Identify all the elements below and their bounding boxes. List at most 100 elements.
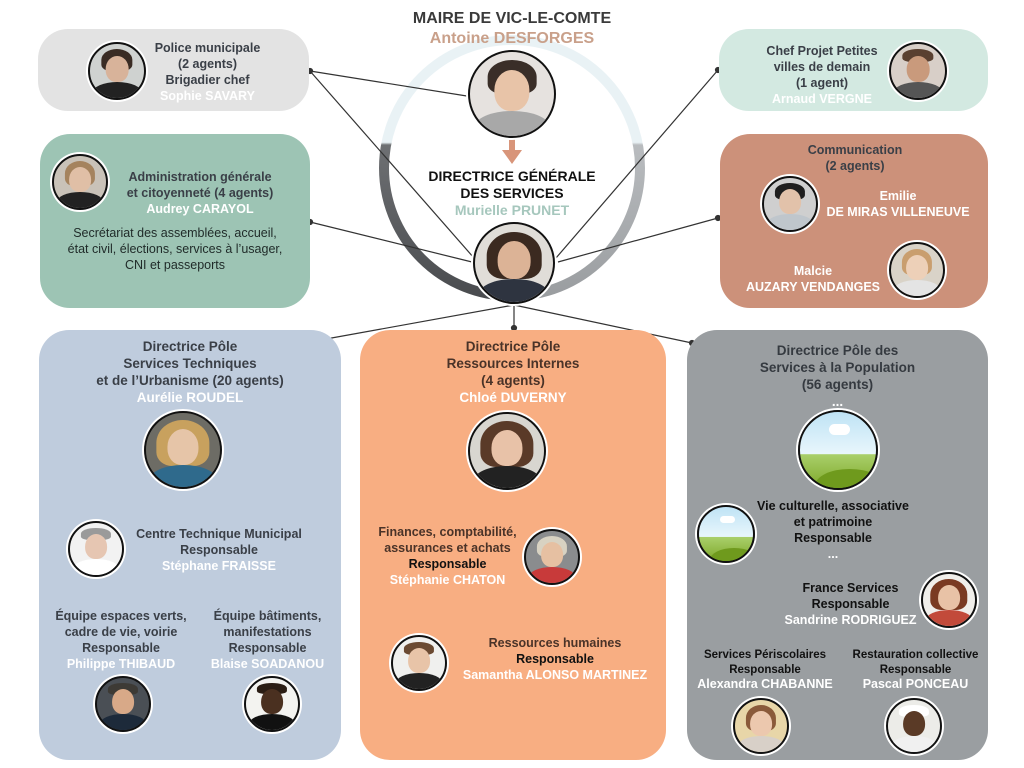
batiments-line1: Équipe bâtiments, xyxy=(213,609,322,623)
line-petites-villes-dgs xyxy=(555,69,719,259)
ring-left xyxy=(379,35,513,301)
finances-line1: Finances, comptabilité, xyxy=(378,525,517,539)
rh-text: Ressources humaines Responsable Samantha… xyxy=(450,635,660,683)
pole-population-line3: (56 agents) xyxy=(801,377,874,392)
restauration-name: Pascal PONCEAU xyxy=(862,677,969,691)
line-dgs-technique xyxy=(325,304,515,340)
batiments-role: Responsable xyxy=(228,641,307,655)
ctm-name: Stéphane FRAISSE xyxy=(162,559,276,573)
dgs-header: DIRECTRICE GÉNÉRALE DES SERVICES Muriell… xyxy=(392,168,632,219)
administration-description: Secrétariat des assemblées, accueil, éta… xyxy=(45,225,305,273)
espaces-verts-text: Équipe espaces verts, cadre de vie, voir… xyxy=(46,608,196,672)
pole-technique-line2: Services Techniques xyxy=(123,356,257,371)
france-services-role: Responsable xyxy=(811,597,890,611)
culture-line1: Vie culturelle, associative xyxy=(757,499,909,513)
pole-technique-avatar xyxy=(144,411,222,489)
espaces-verts-name: Philippe THIBAUD xyxy=(66,657,176,671)
france-services-text: France Services Responsable Sandrine ROD… xyxy=(778,580,923,628)
batiments-line2: manifestations xyxy=(223,625,312,639)
espaces-verts-role: Responsable xyxy=(82,641,160,655)
pole-ressources-line3: (4 agents) xyxy=(481,373,545,388)
culture-placeholder-avatar xyxy=(697,505,755,563)
periscolaire-name: Alexandra CHABANNE xyxy=(697,677,833,691)
ctm-avatar xyxy=(68,521,124,577)
petites-villes-line2: villes de demain xyxy=(773,60,871,74)
communication-person1-first: Emilie xyxy=(879,189,917,203)
police-text: Police municipale (2 agents) Brigadier c… xyxy=(140,40,275,104)
ctm-text: Centre Technique Municipal Responsable S… xyxy=(128,526,310,574)
police-line3: Brigadier chef xyxy=(165,73,250,87)
culture-role: Responsable xyxy=(794,531,872,545)
cloud-icon xyxy=(719,515,735,524)
mayor-avatar xyxy=(468,50,556,138)
pole-ressources-avatar xyxy=(468,412,546,490)
restauration-line1: Restauration collective xyxy=(852,649,979,661)
batiments-name: Blaise SOADANOU xyxy=(210,657,325,671)
arrow-mayor-to-dgs xyxy=(502,138,522,164)
petites-villes-name: Arnaud VERGNE xyxy=(771,92,872,106)
police-box xyxy=(38,29,309,111)
ctm-line1: Centre Technique Municipal xyxy=(136,527,302,541)
mayor-header: MAIRE DE VIC-LE-COMTE Antoine DESFORGES xyxy=(362,9,662,49)
espaces-verts-line1: Équipe espaces verts, xyxy=(55,609,187,623)
administration-desc2: état civil, élections, services à l’usag… xyxy=(67,242,283,256)
administration-line2: et citoyenneté (4 agents) xyxy=(126,186,274,200)
communication-avatar-2 xyxy=(889,242,945,298)
batiments-avatar xyxy=(244,676,300,732)
pole-population-header: Directrice Pôle des Services à la Popula… xyxy=(720,342,955,410)
rh-avatar xyxy=(391,635,447,691)
administration-desc3: CNI et passeports xyxy=(124,258,226,272)
police-name: Sophie SAVARY xyxy=(160,89,255,103)
pole-ressources-line1: Directrice Pôle xyxy=(465,339,561,354)
restauration-role: Responsable xyxy=(879,663,952,676)
line-communication-dgs xyxy=(557,217,719,263)
administration-text: Administration générale et citoyenneté (… xyxy=(110,169,290,217)
pole-technique-header: Directrice Pôle Services Techniques et d… xyxy=(60,338,320,406)
administration-name: Audrey CARAYOL xyxy=(146,202,254,216)
line-police-dgs xyxy=(309,70,475,259)
rh-name: Samantha ALONSO MARTINEZ xyxy=(462,668,648,682)
communication-line2: (2 agents) xyxy=(825,159,885,173)
mayor-name: Antoine DESFORGES xyxy=(429,30,595,47)
culture-text: Vie culturelle, associative et patrimoin… xyxy=(748,498,918,562)
espaces-verts-line2: cadre de vie, voirie xyxy=(64,625,178,639)
pole-population-line1: Directrice Pôle des xyxy=(776,343,899,358)
ring-right xyxy=(511,35,645,301)
culture-name: ... xyxy=(827,547,839,561)
mayor-title: MAIRE DE VIC-LE-COMTE xyxy=(412,10,612,27)
police-avatar xyxy=(88,42,146,100)
communication-person2-first: Malcie xyxy=(793,264,833,278)
periscolaire-avatar xyxy=(733,698,789,754)
restauration-text: Restauration collective Responsable Pasc… xyxy=(843,648,988,692)
pole-ressources-name: Chloé DUVERNY xyxy=(459,390,567,405)
communication-person1-last: DE MIRAS VILLENEUVE xyxy=(826,205,970,219)
pole-population-line2: Services à la Population xyxy=(759,360,916,375)
administration-avatar xyxy=(52,154,108,210)
line-dgs-population xyxy=(513,304,693,344)
culture-line2: et patrimoine xyxy=(793,515,873,529)
administration-line1: Administration générale xyxy=(128,170,272,184)
communication-person2-last: AUZARY VENDANGES xyxy=(745,280,881,294)
pole-population-name: ... xyxy=(831,394,844,409)
ctm-role: Responsable xyxy=(180,543,258,557)
batiments-text: Équipe bâtiments, manifestations Respons… xyxy=(200,608,335,672)
petites-villes-avatar xyxy=(889,42,947,100)
france-services-name: Sandrine RODRIGUEZ xyxy=(784,613,917,627)
pole-technique-line3: et de l’Urbanisme (20 agents) xyxy=(96,373,284,388)
police-line1: Police municipale xyxy=(154,41,261,55)
dgs-title-line1: DIRECTRICE GÉNÉRALE xyxy=(428,168,596,184)
communication-avatar-1 xyxy=(762,176,818,232)
periscolaire-text: Services Périscolaires Responsable Alexa… xyxy=(690,648,840,692)
periscolaire-line1: Services Périscolaires xyxy=(703,649,827,661)
pole-technique-name: Aurélie ROUDEL xyxy=(136,390,244,405)
pole-ressources-header: Directrice Pôle Ressources Internes (4 a… xyxy=(400,338,626,406)
communication-person-2: Malcie AUZARY VENDANGES xyxy=(738,263,888,295)
pole-technique-line1: Directrice Pôle xyxy=(142,339,238,354)
dgs-avatar xyxy=(473,222,555,304)
communication-header: Communication (2 agents) xyxy=(790,142,920,174)
rh-role: Responsable xyxy=(516,652,594,666)
finances-line2: assurances et achats xyxy=(384,541,511,555)
france-services-line1: France Services xyxy=(802,581,899,595)
pole-ressources-line2: Ressources Internes xyxy=(446,356,580,371)
dgs-name: Murielle PRUNET xyxy=(454,202,570,218)
